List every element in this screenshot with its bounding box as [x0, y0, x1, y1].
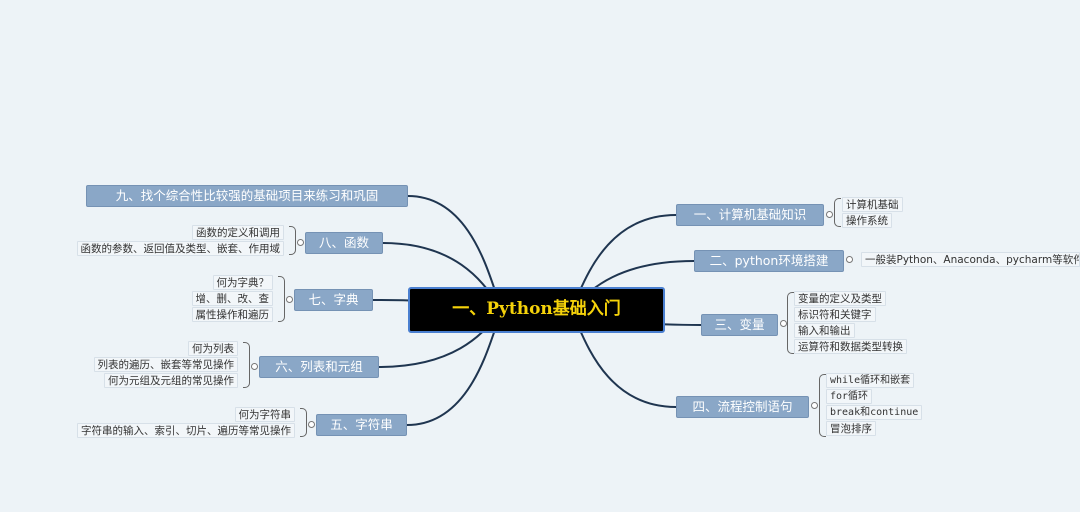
collapse-toggle-2[interactable] — [846, 256, 853, 263]
brace-8 — [289, 226, 296, 255]
leaf-7-1[interactable]: 何为字典？ — [212, 275, 273, 290]
collapse-toggle-7[interactable] — [286, 296, 293, 303]
leaf-5-1[interactable]: 何为字符串 — [234, 407, 295, 422]
brace-5 — [300, 408, 307, 437]
collapse-toggle-3[interactable] — [780, 320, 787, 327]
leaf-1-2[interactable]: 操作系统 — [842, 213, 892, 228]
brace-1 — [834, 198, 841, 227]
branch-node-3[interactable]: 三、变量 — [701, 314, 778, 336]
leaf-4-4[interactable]: 冒泡排序 — [826, 421, 876, 436]
leaf-7-2[interactable]: 增、删、改、查 — [191, 291, 273, 306]
leaf-6-1[interactable]: 何为列表 — [188, 341, 238, 356]
leaf-3-4[interactable]: 运算符和数据类型转换 — [794, 339, 907, 354]
branch-node-9[interactable]: 九、找个综合性比较强的基础项目来练习和巩固 — [86, 185, 408, 207]
collapse-toggle-5[interactable] — [308, 421, 315, 428]
brace-6 — [243, 342, 250, 388]
leaf-2-1[interactable]: 一般装Python、Anaconda、pycharm等软件 — [861, 252, 1080, 267]
leaf-8-1[interactable]: 函数的定义和调用 — [192, 225, 284, 240]
brace-7 — [278, 276, 285, 322]
leaf-6-2[interactable]: 列表的遍历、嵌套等常见操作 — [93, 357, 238, 372]
root-node[interactable]: 一、Python基础入门 — [408, 287, 665, 333]
leaf-4-1[interactable]: while循环和嵌套 — [826, 373, 915, 388]
leaf-5-2[interactable]: 字符串的输入、索引、切片、遍历等常见操作 — [77, 423, 295, 438]
branch-node-5[interactable]: 五、字符串 — [316, 414, 407, 436]
leaf-4-3[interactable]: break和continue — [826, 405, 923, 420]
branch-node-2[interactable]: 二、python环境搭建 — [694, 250, 844, 272]
brace-3 — [787, 292, 794, 354]
leaf-4-2[interactable]: for循环 — [826, 389, 873, 404]
branch-node-8[interactable]: 八、函数 — [305, 232, 383, 254]
leaf-1-1[interactable]: 计算机基础 — [842, 197, 903, 212]
collapse-toggle-6[interactable] — [251, 363, 258, 370]
leaf-3-2[interactable]: 标识符和关键字 — [794, 307, 876, 322]
leaf-7-3[interactable]: 属性操作和遍历 — [191, 307, 273, 322]
leaf-3-3[interactable]: 输入和输出 — [794, 323, 855, 338]
leaf-6-3[interactable]: 何为元组及元组的常见操作 — [104, 373, 238, 388]
branch-node-4[interactable]: 四、流程控制语句 — [676, 396, 809, 418]
collapse-toggle-4[interactable] — [811, 402, 818, 409]
branch-node-7[interactable]: 七、字典 — [294, 289, 373, 311]
leaf-8-2[interactable]: 函数的参数、返回值及类型、嵌套、作用域 — [76, 241, 284, 256]
collapse-toggle-1[interactable] — [826, 211, 833, 218]
leaf-3-1[interactable]: 变量的定义及类型 — [794, 291, 886, 306]
branch-node-1[interactable]: 一、计算机基础知识 — [676, 204, 824, 226]
collapse-toggle-8[interactable] — [297, 239, 304, 246]
brace-4 — [819, 374, 826, 437]
branch-node-6[interactable]: 六、列表和元组 — [259, 356, 379, 378]
